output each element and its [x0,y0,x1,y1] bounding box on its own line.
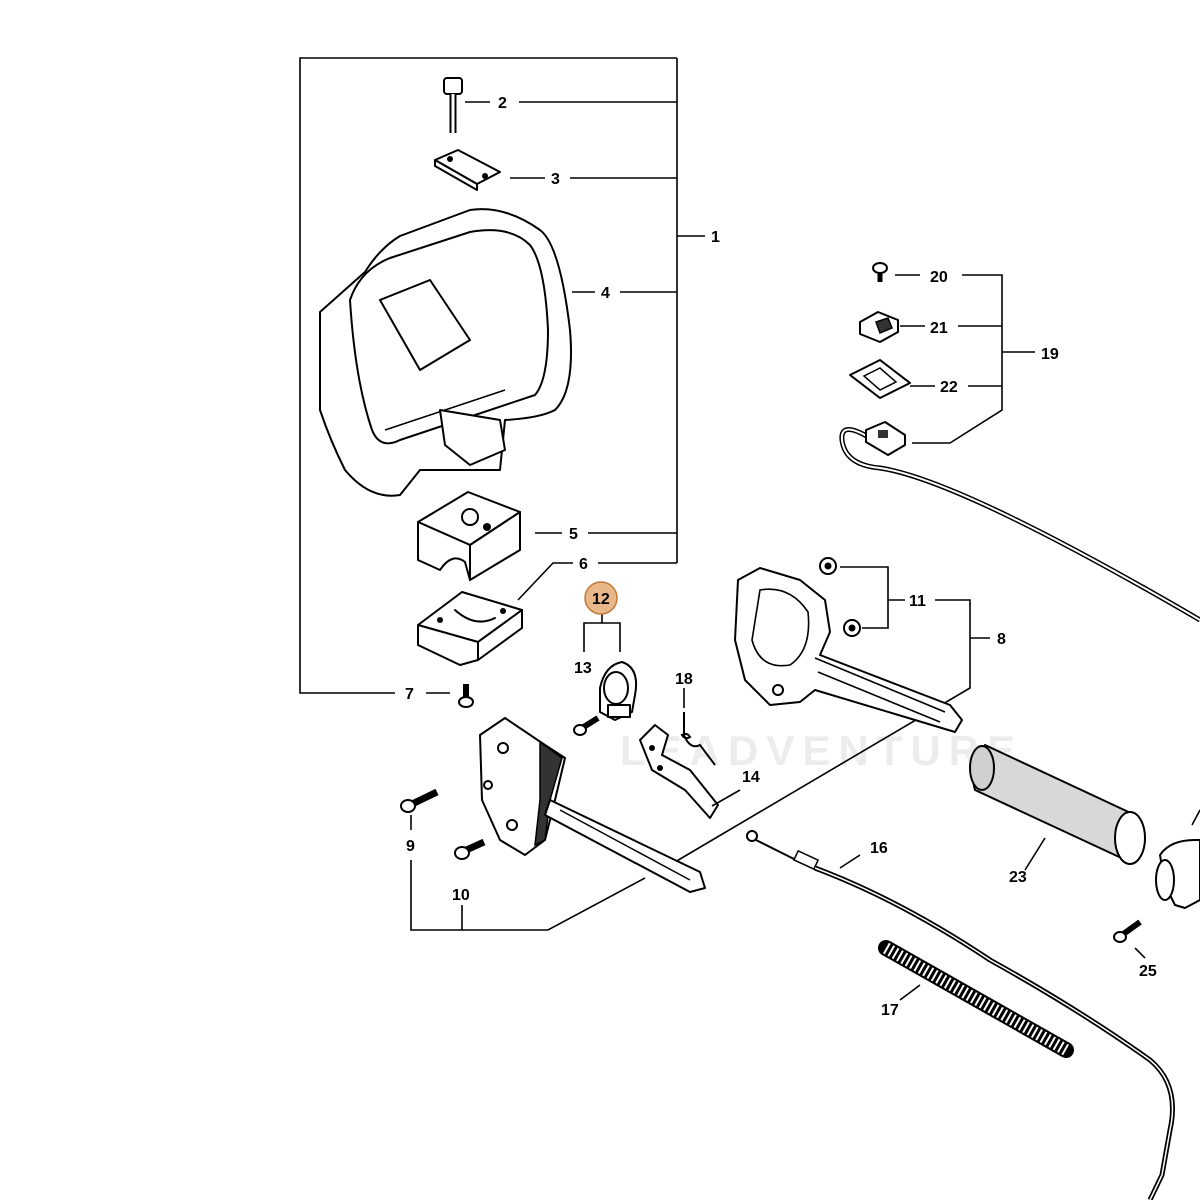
callout-19: 19 [1041,346,1059,363]
clamp-partial-right [1155,809,1200,909]
nut-part-11 [819,557,861,637]
housing-assembly [479,717,706,893]
assembly-bracket-12 [583,612,621,652]
callout-17: 17 [881,1002,899,1019]
assembly-bracket-19 [895,274,1035,444]
screw-part-7 [458,684,474,708]
callout-11: 11 [909,593,926,610]
callout-5: 5 [569,526,578,543]
clamp-top-part-5 [417,491,521,581]
gasket-part-22 [849,359,911,399]
clamp-bottom-part-6 [417,591,523,666]
screw-part-9 [400,788,439,813]
throttle-cable-part-16 [746,830,1175,1200]
plate-part-3 [434,149,501,191]
callout-25: 25 [1139,963,1157,980]
callout-18: 18 [675,671,693,688]
assembly-bracket-8 [674,566,990,863]
callout-3: 3 [551,171,560,188]
loop-handle-part-4 [319,208,572,497]
callout-12: 12 [592,591,610,608]
callout-9: 9 [406,838,415,855]
screw-part-10 [454,838,486,860]
callout-7: 7 [405,686,414,703]
callout-16: 16 [870,840,888,857]
callout-4: 4 [601,285,610,302]
callout-21: 21 [930,320,948,337]
lever-part-14 [639,724,741,819]
screw-part-25 [1113,919,1146,959]
callout-10: 10 [452,887,470,904]
stop-switch-wire [839,421,1200,623]
clamp-part-12 [599,661,638,721]
spring-part-18 [680,688,716,766]
callout-6: 6 [579,556,588,573]
callout-22: 22 [940,379,958,396]
screw-part-20 [872,262,888,282]
callout-2: 2 [498,95,507,112]
sleeve-part-17 [878,940,1074,1058]
callout-1: 1 [711,229,720,246]
assembly-bracket-1 [299,57,705,694]
control-handle-part-8 [734,567,963,733]
callout-20: 20 [930,269,948,286]
highlight-badge-12 [584,581,618,615]
callout-13: 13 [574,660,592,677]
bolt-part-2 [443,77,463,133]
switch-part-21 [859,311,899,343]
assembly-bracket-9-10 [410,815,646,931]
callout-8: 8 [997,631,1006,648]
callout-23: 23 [1009,869,1027,886]
screw-part-13 [573,715,600,736]
callout-14: 14 [742,769,760,786]
grip-part-23 [969,744,1146,871]
